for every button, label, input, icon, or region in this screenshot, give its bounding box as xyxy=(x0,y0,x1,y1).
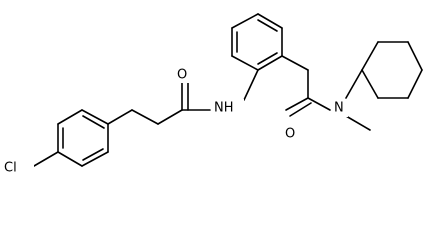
atom-label-amide-oxygen-right: O xyxy=(283,126,299,142)
svg-text:N: N xyxy=(334,101,344,116)
svg-text:NH: NH xyxy=(214,101,234,116)
svg-text:O: O xyxy=(285,127,295,142)
n-substituents xyxy=(345,69,371,131)
atom-label-amide-oxygen-left: O xyxy=(175,67,191,83)
acetamide-chain xyxy=(107,81,211,125)
nh-ring-bond xyxy=(243,69,259,101)
benzamide-carbonyl xyxy=(281,55,331,117)
atom-label-amide-nh: NH xyxy=(212,99,244,117)
chemical-structure-diagram: Cl NH O O N xyxy=(2,13,423,177)
cyclohexyl-ring xyxy=(361,41,423,99)
chlorophenyl-ring xyxy=(57,109,109,167)
atom-label-amide-nitrogen: N xyxy=(332,99,348,117)
atom-label-chlorine: Cl xyxy=(2,159,34,177)
c-cl-bond xyxy=(33,151,59,167)
central-benzene-ring xyxy=(231,13,283,71)
svg-text:Cl: Cl xyxy=(4,161,17,176)
svg-text:O: O xyxy=(177,68,187,83)
